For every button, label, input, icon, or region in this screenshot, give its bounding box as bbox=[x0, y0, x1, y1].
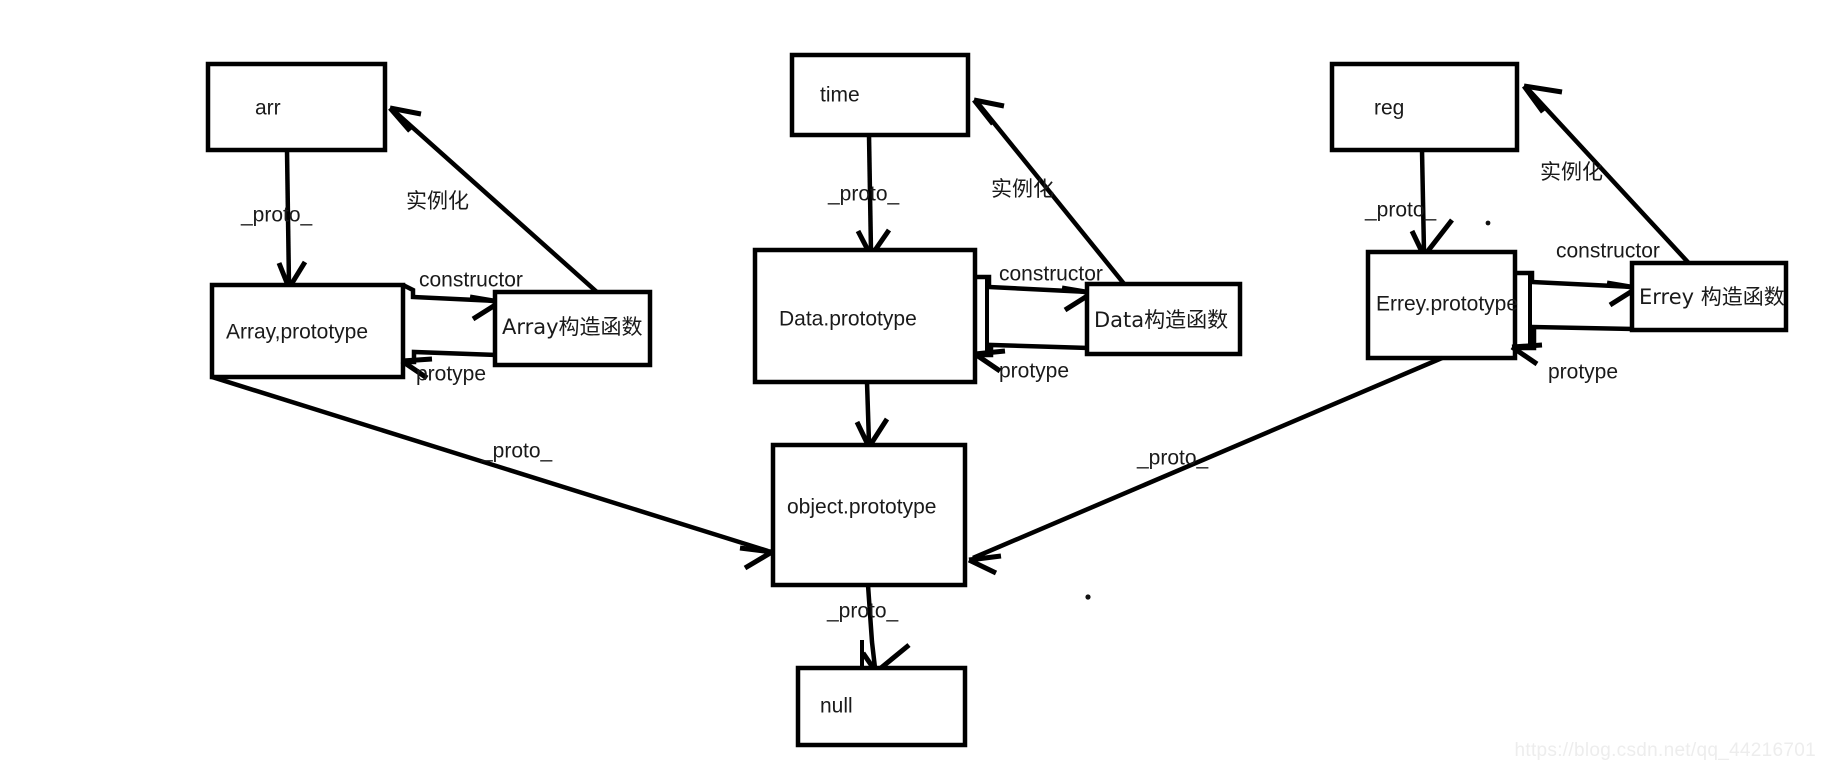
edge-errey-prototype-to-object-prototype bbox=[972, 355, 1443, 561]
arrowhead-instantiate-mid bbox=[972, 97, 1005, 126]
edge-data-constructor-to-time bbox=[975, 100, 1127, 287]
edge-label-proto-left-diagonal: _proto_ bbox=[480, 440, 553, 463]
edge-data-prototype-to-object-prototype bbox=[864, 381, 872, 444]
edge-arr-to-array-prototype bbox=[284, 149, 292, 286]
node-data-prototype[interactable]: Data.prototype bbox=[752, 247, 978, 385]
node-data-prototype-label: Data.prototype bbox=[779, 308, 917, 331]
node-array-prototype[interactable]: Array,prototype bbox=[209, 282, 406, 380]
ink-speck-2 bbox=[1485, 220, 1491, 226]
arrowhead-instantiate-left bbox=[388, 105, 422, 133]
edge-reg-to-errey-prototype bbox=[1419, 149, 1427, 253]
node-reg-label: reg bbox=[1374, 97, 1404, 120]
node-arr[interactable]: arr bbox=[205, 61, 388, 153]
ink-speck-1 bbox=[1085, 594, 1091, 600]
edge-constructor-left bbox=[401, 282, 498, 304]
edge-label-protype-mid: protype bbox=[999, 360, 1069, 383]
edge-label-proto-null: _proto_ bbox=[826, 600, 899, 623]
edge-label-proto-time: _proto_ bbox=[827, 183, 900, 206]
node-errey-prototype-label: Errey.prototype bbox=[1376, 293, 1518, 316]
edge-label-constructor-left: constructor bbox=[419, 269, 523, 292]
node-reg[interactable]: reg bbox=[1329, 61, 1520, 153]
left-cluster: arr _proto_ 实例化 Array,prototype construc… bbox=[205, 61, 774, 571]
arrowhead-protype-right bbox=[1510, 342, 1543, 367]
edge-label-proto-arr: _proto_ bbox=[240, 204, 313, 227]
edge-label-protype-left: protype bbox=[416, 363, 486, 386]
node-object-prototype-label: object.prototype bbox=[787, 496, 936, 519]
arrowhead-proto-left-diagonal bbox=[739, 545, 774, 571]
node-object-prototype[interactable]: object.prototype bbox=[770, 442, 968, 588]
node-arr-label: arr bbox=[255, 97, 281, 120]
edge-label-constructor-mid: constructor bbox=[999, 263, 1103, 286]
edge-label-instantiate-left: 实例化 bbox=[406, 189, 469, 213]
edge-label-protype-right: protype bbox=[1548, 361, 1618, 384]
node-null[interactable]: null bbox=[795, 665, 968, 748]
edge-time-to-data-prototype bbox=[866, 134, 874, 253]
edge-errey-constructor-to-reg bbox=[1525, 86, 1699, 274]
edge-object-prototype-to-null bbox=[865, 584, 878, 669]
edge-label-proto-right-diagonal: _proto_ bbox=[1136, 447, 1209, 470]
node-time-label: time bbox=[820, 84, 860, 107]
edge-label-constructor-right: constructor bbox=[1556, 240, 1660, 263]
edge-label-instantiate-right: 实例化 bbox=[1540, 160, 1603, 184]
node-null-label: null bbox=[820, 695, 853, 718]
node-errey-constructor[interactable]: Errey 构造函数 bbox=[1629, 260, 1789, 333]
node-errey-prototype[interactable]: Errey.prototype bbox=[1365, 249, 1518, 361]
node-time[interactable]: time bbox=[789, 52, 971, 138]
node-array-constructor-label: Array构造函数 bbox=[502, 315, 643, 339]
node-errey-constructor-label: Errey 构造函数 bbox=[1639, 285, 1785, 309]
node-array-constructor[interactable]: Array构造函数 bbox=[492, 289, 653, 368]
arrowhead-protype-mid bbox=[973, 348, 1006, 374]
node-data-constructor[interactable]: Data构造函数 bbox=[1084, 281, 1243, 357]
arrowhead-proto-right-diagonal bbox=[967, 553, 1002, 576]
node-array-prototype-label: Array,prototype bbox=[226, 321, 368, 344]
bottom-cluster: object.prototype _proto_ null bbox=[770, 442, 968, 748]
arrowhead-instantiate-right bbox=[1521, 83, 1563, 114]
node-data-constructor-label: Data构造函数 bbox=[1094, 308, 1228, 332]
edge-array-prototype-to-object-prototype bbox=[211, 374, 769, 554]
arrowhead-protype-left bbox=[400, 356, 433, 381]
middle-cluster: time _proto_ 实例化 Data.prototype construc… bbox=[752, 52, 1243, 449]
edge-array-constructor-to-arr bbox=[391, 108, 600, 295]
edge-label-proto-reg: _proto_ bbox=[1364, 199, 1437, 222]
edge-label-instantiate-mid: 实例化 bbox=[991, 177, 1054, 201]
right-cluster: reg _proto_ 实例化 Errey.prototype construc… bbox=[967, 61, 1789, 576]
watermark: https://blog.csdn.net/qq_44216701 bbox=[1514, 740, 1816, 761]
